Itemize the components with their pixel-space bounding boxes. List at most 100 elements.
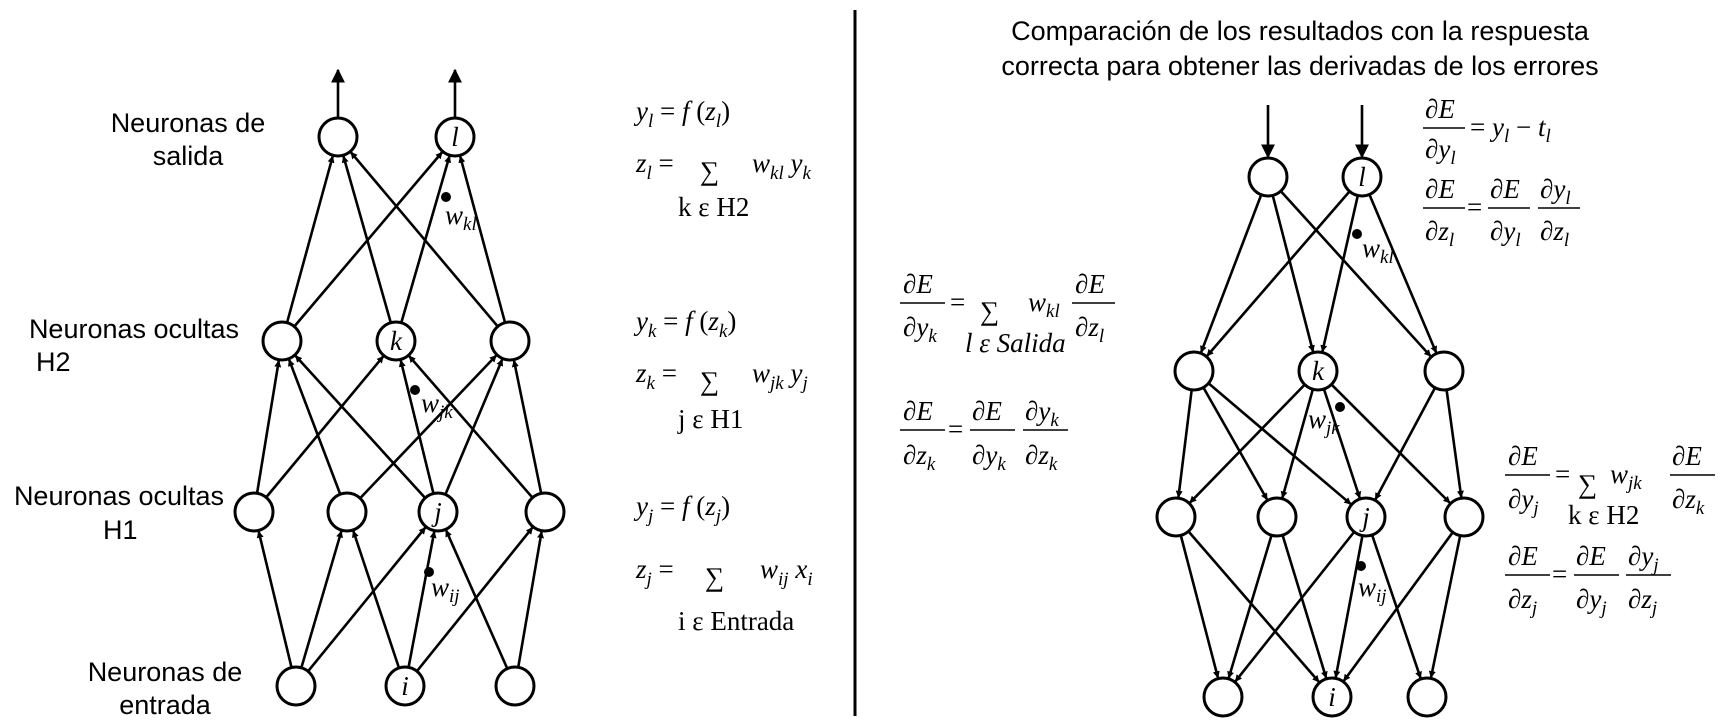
edge-h2-h1	[1175, 389, 1193, 498]
sum-set-mid: l ε Salida	[965, 328, 1066, 358]
edge-h1-h2	[294, 354, 427, 499]
h1-node-1	[233, 491, 275, 533]
eq-dyl-2: ∂yl	[1490, 216, 1521, 251]
edge-out-h2	[1320, 195, 1360, 353]
edge-h1-h2	[444, 358, 504, 495]
eq-wjk: wjk	[1610, 459, 1642, 494]
r-node-label-k: k	[1312, 356, 1325, 386]
edge-h1-in	[1370, 534, 1422, 679]
right-network-nodes	[1155, 156, 1485, 718]
r-weight-label-ij: wij	[1358, 572, 1387, 607]
edge-h2-h1	[1280, 388, 1315, 499]
edge-h2-h1	[1207, 382, 1352, 506]
eq-zk: zk =	[635, 358, 677, 394]
label-h1-line1: Neuronas ocultas	[14, 481, 224, 511]
right-title-line1: Comparación de los resultados con la res…	[1011, 16, 1590, 46]
weight-label-kl: wkl	[445, 200, 477, 235]
eq-dyj-2: ∂yj	[1576, 584, 1607, 619]
edge-h2-h1	[1330, 383, 1451, 504]
r-weight-label-jk: wjk	[1308, 404, 1340, 439]
r-h1-node-4	[1443, 496, 1485, 538]
eq-dE-11: ∂E	[1576, 541, 1606, 571]
r-output-node-l	[1341, 156, 1383, 198]
h2-node-1	[261, 320, 303, 362]
label-output-line2: salida	[153, 141, 225, 171]
sum-sign-3: ∑	[705, 562, 724, 592]
edge-h1-h2	[265, 355, 385, 499]
r-h2-node-1	[1173, 350, 1215, 392]
weight-dot-jk	[410, 385, 420, 395]
edge-h1-h2	[511, 359, 543, 494]
eq-zl: zl =	[635, 148, 674, 184]
edge-h1-h2	[287, 359, 342, 495]
r-node-label-l: l	[1358, 162, 1366, 192]
edge-h2-out	[458, 155, 507, 323]
edge-h2-h1	[1322, 388, 1362, 499]
edge-h1-in	[1342, 531, 1454, 682]
h1-node-4	[524, 491, 566, 533]
eq-dyl: ∂yl	[1425, 134, 1456, 169]
eq-dyj-3: ∂yj	[1628, 541, 1659, 576]
r-input-node-i	[1311, 676, 1353, 718]
eq-yl: yl = f (zl)	[633, 96, 730, 132]
label-h2-line2: H2	[36, 347, 71, 377]
edge-h1-in	[1234, 531, 1356, 683]
sum-set-h2: j ε H1	[677, 404, 743, 434]
edge-in-h1	[351, 530, 401, 669]
eq-dyk-3: ∂yk	[1025, 396, 1059, 431]
sum-sign-1: ∑	[700, 156, 719, 186]
eq-dE-3: ∂E	[1490, 174, 1520, 204]
edge-out-h2	[1199, 194, 1263, 353]
eq-dzj-2: ∂zj	[1628, 584, 1657, 619]
output-node-l	[434, 116, 476, 158]
eq-zj: zj =	[635, 554, 674, 590]
layer-labels: Neuronas de salida Neuronas ocultas H2 N…	[14, 108, 265, 720]
eq-yk: yk = f (zk)	[633, 306, 736, 342]
h1-node-j	[417, 491, 459, 533]
h2-node-3	[489, 320, 531, 362]
eq-dE-9: ∂E	[1672, 441, 1702, 471]
h1-node-2	[326, 491, 368, 533]
eq-dE-10: ∂E	[1508, 541, 1538, 571]
weight-label-ij: wij	[431, 572, 460, 607]
r-input-node-3	[1406, 676, 1448, 718]
edge-out-h2	[1271, 195, 1315, 353]
eq-dzl: ∂zl	[1425, 216, 1454, 251]
edge-h2-h1	[1445, 389, 1464, 498]
r-h1-node-2	[1256, 496, 1298, 538]
backward-edges	[1175, 105, 1464, 683]
sum-sign-5: ∑	[1578, 469, 1597, 499]
eq-dyl-3: ∂yl	[1540, 174, 1571, 209]
label-input-line2: entrada	[119, 690, 212, 720]
eq-dzk-3: ∂zk	[1672, 484, 1705, 519]
node-label-i: i	[401, 671, 409, 701]
left-network-nodes	[233, 116, 566, 707]
eq-dzk: ∂zk	[903, 440, 936, 475]
eq-equals-2: =	[950, 287, 965, 317]
edge-out-h2	[1368, 193, 1438, 354]
edge-h1-in	[1179, 535, 1220, 679]
edge-h2-h1	[1202, 386, 1269, 501]
edge-out-h2	[1206, 190, 1351, 357]
edge-in-h1	[256, 530, 293, 668]
eq-equals-5: =	[1552, 559, 1567, 589]
node-label-j: j	[431, 497, 442, 527]
edge-h2-out	[285, 155, 335, 324]
edge-h1-in	[1428, 535, 1462, 679]
eq-dE-7: ∂E	[972, 396, 1002, 426]
forward-equations: yl = f (zl) zl = ∑ wkl yk k ε H2 yk = f …	[633, 96, 813, 636]
eq-dyj: ∂yj	[1508, 484, 1539, 519]
eq-dE: ∂E	[1425, 94, 1455, 124]
edge-h1-h2	[255, 360, 282, 494]
r-h1-node-j	[1345, 496, 1387, 538]
edge-h1-h2	[408, 355, 534, 499]
r-h2-node-k	[1297, 350, 1339, 392]
node-label-l: l	[451, 122, 459, 152]
eq-dE-2: ∂E	[1425, 174, 1455, 204]
eq-yl-tl: = yl − tl	[1470, 112, 1551, 147]
edge-in-h1	[407, 530, 437, 668]
edge-in-h1	[307, 526, 427, 673]
r-node-label-i: i	[1328, 682, 1336, 712]
